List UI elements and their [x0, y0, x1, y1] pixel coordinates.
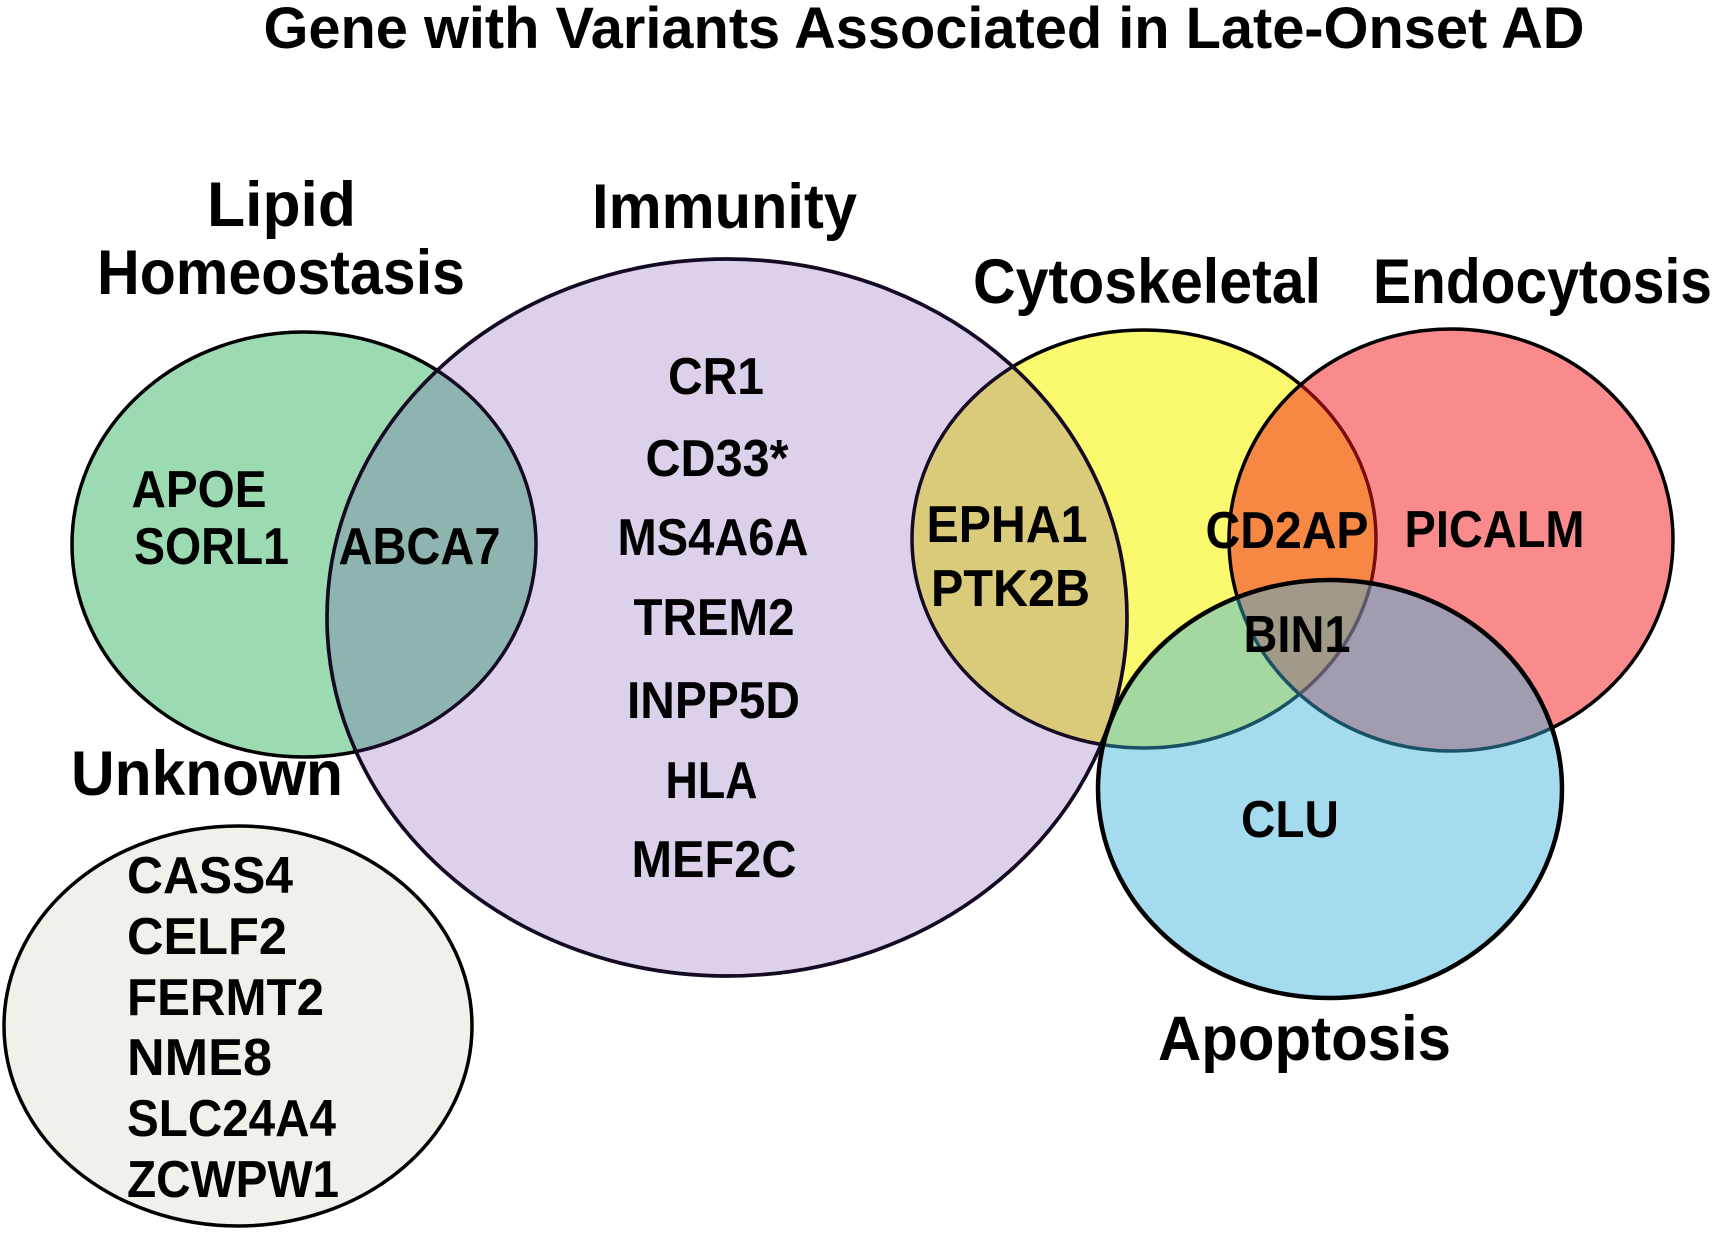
- svg-text:MEF2C: MEF2C: [632, 830, 797, 888]
- svg-text:Homeostasis: Homeostasis: [97, 238, 465, 308]
- svg-text:Lipid: Lipid: [207, 170, 356, 240]
- svg-text:INPP5D: INPP5D: [627, 671, 800, 729]
- svg-text:CASS4: CASS4: [127, 846, 293, 904]
- svg-text:EPHA1: EPHA1: [927, 495, 1088, 553]
- svg-text:PTK2B: PTK2B: [931, 559, 1090, 617]
- svg-text:CD2AP: CD2AP: [1206, 501, 1369, 559]
- svg-text:CD33*: CD33*: [646, 429, 789, 487]
- svg-text:CELF2: CELF2: [127, 907, 287, 965]
- svg-text:Apoptosis: Apoptosis: [1158, 1004, 1451, 1074]
- svg-text:Gene with Variants Associated: Gene with Variants Associated in Late-On…: [264, 0, 1585, 61]
- svg-text:SLC24A4: SLC24A4: [127, 1089, 336, 1147]
- svg-text:ABCA7: ABCA7: [339, 517, 501, 575]
- svg-text:TREM2: TREM2: [634, 588, 795, 646]
- svg-text:Cytoskeletal: Cytoskeletal: [973, 247, 1321, 317]
- svg-text:FERMT2: FERMT2: [127, 968, 324, 1026]
- svg-text:MS4A6A: MS4A6A: [618, 508, 809, 566]
- svg-text:Unknown: Unknown: [71, 739, 343, 809]
- svg-text:HLA: HLA: [666, 751, 758, 809]
- svg-text:Immunity: Immunity: [592, 172, 857, 242]
- svg-text:Endocytosis: Endocytosis: [1373, 247, 1712, 317]
- svg-text:APOE: APOE: [132, 460, 267, 518]
- svg-text:PICALM: PICALM: [1405, 500, 1585, 558]
- svg-text:BIN1: BIN1: [1244, 605, 1351, 663]
- svg-text:NME8: NME8: [127, 1028, 272, 1086]
- svg-text:SORL1: SORL1: [134, 517, 289, 575]
- svg-text:CLU: CLU: [1241, 790, 1339, 848]
- svg-text:CR1: CR1: [668, 347, 764, 405]
- svg-text:ZCWPW1: ZCWPW1: [127, 1150, 339, 1208]
